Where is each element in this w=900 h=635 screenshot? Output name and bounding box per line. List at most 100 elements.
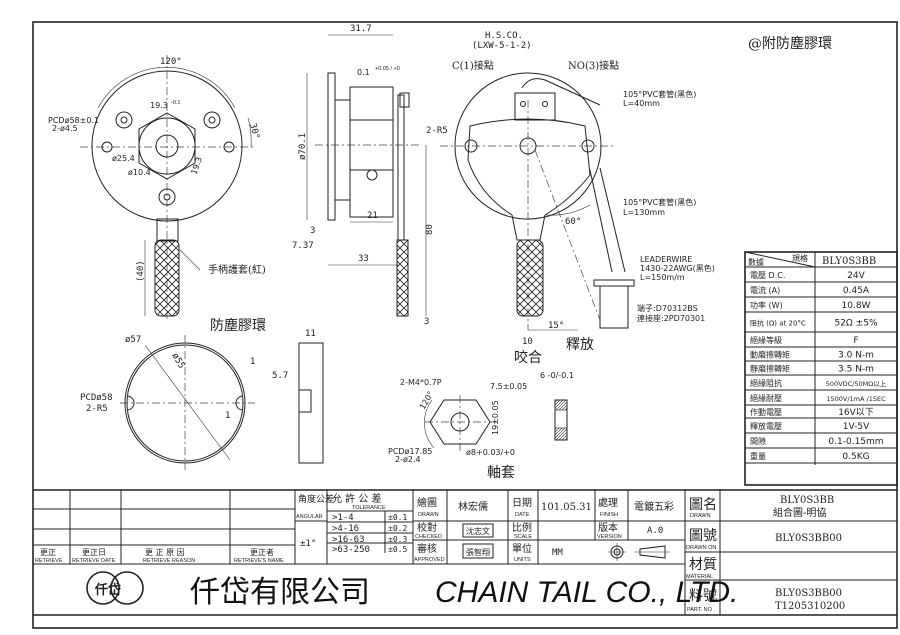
- spec-row-label: 阻抗 (Ω) at 20°C: [750, 319, 806, 328]
- drawn-en-text: DRAWN: [418, 512, 439, 518]
- dim-d57: ø57: [125, 335, 141, 345]
- col1-en-text: RETRIEVE: [35, 558, 63, 564]
- label-leadwire-len: L=150m/m: [640, 273, 685, 282]
- spec-row-value: 0.5KG: [842, 452, 869, 462]
- dim-pcd58: PCDø58: [80, 393, 113, 403]
- tolerance-en-text: TOLERANCE: [352, 505, 386, 511]
- tolerance-value: ±0.1: [388, 513, 407, 522]
- brake-disc-outline: [91, 70, 243, 222]
- spec-header-model: BLY0S3BB: [822, 256, 876, 267]
- dim-pcd: PCDø58±0.1: [48, 116, 99, 125]
- version-label: 版本: [598, 521, 618, 534]
- dim-grip-len: (40): [136, 260, 146, 282]
- dim-d8: ø8+0.03/+0: [466, 448, 515, 457]
- part-en-text: PART. NO: [687, 607, 713, 613]
- part-no-value: BLY0S3BB00: [775, 588, 842, 599]
- micro-switch: [514, 92, 556, 121]
- dim-21: 21: [367, 211, 378, 221]
- rev-col-name: 更正者: [250, 548, 274, 557]
- label-leadwire-spec: 1430-22AWG(黑色): [640, 263, 715, 273]
- rev-col-date: 更正日: [82, 548, 106, 557]
- dim-gap: 0.1: [357, 68, 370, 77]
- dust-ring-view: 防塵膠環 ø57 ø55 1 1 PCDø58 2-R5 11 5.7: [80, 317, 324, 470]
- label-engage: 咬合: [514, 349, 542, 366]
- spec-row-label: 間隙: [750, 436, 766, 446]
- spec-row-label: 電流 (A): [750, 285, 780, 295]
- part-no-code: T1205310200: [775, 601, 845, 612]
- label-connector: 連接座:2PD70301: [637, 313, 705, 323]
- dim-angle-30: 30°: [247, 122, 261, 140]
- dim-d55: ø55: [169, 352, 186, 371]
- dim-hex: 19.3: [150, 101, 168, 110]
- spec-row-value: 24V: [847, 271, 865, 281]
- dim-angle-15: 15°: [548, 321, 564, 331]
- checked-en-text: CHECKED: [415, 534, 442, 540]
- spec-row-label: 絕緣阻抗: [750, 378, 782, 388]
- spec-row-value: 10.8W: [842, 301, 871, 311]
- dim-11: 11: [305, 329, 316, 339]
- note-dust-ring: @附防塵膠環: [748, 35, 832, 52]
- drawing-number-label: 圖號: [689, 528, 717, 544]
- spec-row-label: 作動電壓: [750, 407, 782, 417]
- date-label: 日期: [512, 497, 532, 509]
- tolerance-range: >63-250: [332, 545, 370, 555]
- dim-5-7: 5.7: [272, 371, 288, 381]
- spec-row-value: 3.5 N-m: [838, 365, 874, 375]
- dim-d10: ø10.4: [128, 168, 151, 177]
- spec-header-data: 數據: [748, 257, 764, 267]
- spec-row-label: 電壓 D.C.: [750, 271, 785, 280]
- col3-en-text: RETRIEVE REASON: [143, 558, 195, 564]
- connector: [599, 285, 629, 329]
- col4-en-text: RETRIEVE'S NAME: [234, 558, 284, 564]
- units-label: 單位: [512, 542, 532, 555]
- tolerance-range: >4-16: [332, 524, 359, 534]
- dim-pcd17: PCDø17.85: [388, 447, 432, 456]
- rev-col-retrieve: 更正: [40, 548, 56, 557]
- grip-label: 手柄護套(紅): [208, 263, 266, 276]
- version-value: A.0: [647, 526, 663, 536]
- dim-r5: 2-R5: [86, 404, 108, 414]
- approved-stamp: 張智翔: [466, 547, 490, 557]
- spec-row-value: 3.0 N-m: [838, 351, 874, 361]
- dim-gap-tol: +0.05 / +0: [375, 66, 400, 72]
- label-c1: C(1)接點: [452, 59, 494, 72]
- units-en-text: UNITS: [514, 557, 531, 563]
- hex-hub: [138, 112, 196, 180]
- angular-tolerance-label: 角度公差: [298, 493, 334, 505]
- spec-row-label: 重量: [750, 451, 766, 461]
- drawing-name-value: BLY0S3BB: [780, 495, 834, 506]
- drawing-name-subtitle: 組合圖-明協: [773, 506, 826, 519]
- approved-en-text: APPROVED: [414, 557, 445, 563]
- spec-row-value: F: [853, 336, 858, 346]
- label-r5: 2-R5: [426, 126, 448, 136]
- checked-stamp: 沈志文: [466, 526, 490, 536]
- material-en-text: MATERIAL: [686, 574, 713, 580]
- dim-3b: 3: [424, 317, 429, 327]
- bushing-view: 2-M4*0.7P 120° 7.5±0.05 19±0.05 PCDø17.8…: [388, 371, 574, 481]
- finish-label: 處理: [598, 496, 618, 509]
- company-logo: 仟岱: [86, 571, 144, 605]
- date-value: 101.05.31: [541, 502, 592, 513]
- logo-text-text: 仟岱: [94, 582, 121, 598]
- spec-row-label: 功率 (W): [750, 300, 783, 310]
- dim-thickness-a: 1: [250, 357, 255, 367]
- bushing-title: 軸套: [487, 465, 515, 481]
- spec-row-value: 16V以下: [838, 408, 874, 418]
- dim-hex-tol: -0.1: [171, 100, 180, 106]
- spec-row-value: 0.45A: [843, 286, 870, 296]
- spec-row-value: 0.1-0.15mm: [828, 437, 883, 447]
- spec-row-label: 靜磨擦轉矩: [750, 364, 790, 374]
- spec-row-label: 動磨擦轉矩: [750, 350, 790, 360]
- dust-ring-title: 防塵膠環: [210, 317, 266, 334]
- dim-thickness-b: 1: [225, 411, 230, 421]
- label-pvc2-len: L=130mm: [623, 208, 665, 217]
- tolerance-value: ±0.3: [388, 535, 407, 544]
- dim-m4: 2-M4*0.7P: [400, 378, 442, 387]
- spec-row-value: 1V-5V: [843, 422, 870, 432]
- projection-symbol: [608, 543, 670, 561]
- dim-angle-120: 120°: [160, 57, 182, 67]
- approved-label: 審核: [417, 542, 437, 555]
- spec-row-value: 500VDC/50MΩ以上: [826, 379, 887, 388]
- dim-7-5: 7.5±0.05: [490, 382, 527, 391]
